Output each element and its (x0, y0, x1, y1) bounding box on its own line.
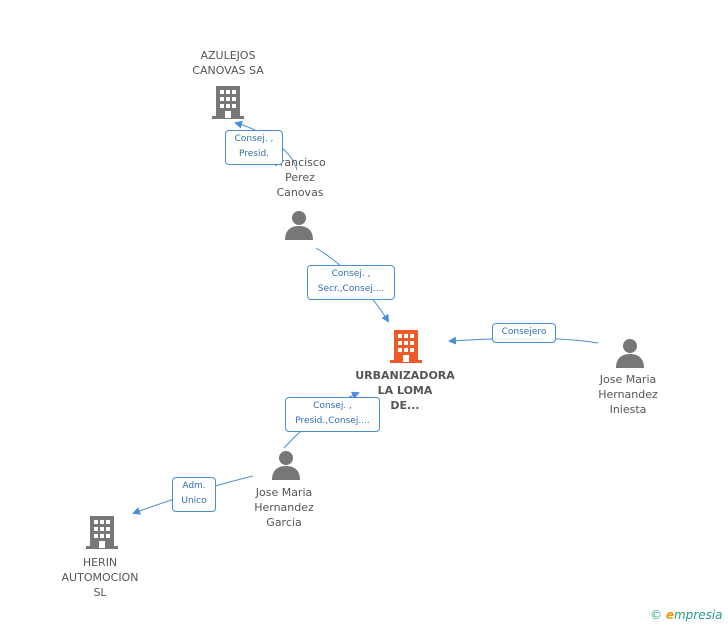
edge-label-garcia-urbanizadora[interactable]: Consej. , Presid.,Consej.... (285, 397, 380, 432)
building-icon (86, 516, 118, 549)
node-label: Francisco Perez Canovas (274, 156, 326, 199)
edge-label-iniesta-urbanizadora[interactable]: Consejero (492, 323, 556, 343)
brand-name: mpresia (673, 608, 723, 622)
person-icon (272, 451, 300, 480)
node-label: URBANIZADORA LA LOMA DE... (355, 369, 455, 412)
building-icon (212, 86, 244, 119)
edge-label-francisco-azulejos[interactable]: Consej. , Presid. (225, 130, 283, 165)
edge-label-garcia-herin[interactable]: Adm. Unico (172, 477, 216, 512)
node-label: AZULEJOS CANOVAS SA (192, 49, 264, 77)
edge-label-francisco-urbanizadora[interactable]: Consej. , Secr.,Consej.... (307, 265, 395, 300)
node-francisco-perez-canovas[interactable]: Francisco Perez Canovas (245, 155, 355, 200)
copyright-icon: © (650, 608, 662, 622)
brand-logo-e: e (665, 608, 674, 622)
node-azulejos-canovas[interactable]: AZULEJOS CANOVAS SA (168, 48, 288, 78)
node-jose-maria-hernandez-garcia[interactable]: Jose Maria Hernandez Garcia (229, 485, 339, 530)
node-jose-maria-hernandez-iniesta[interactable]: Jose Maria Hernandez Iniesta (573, 372, 683, 417)
node-herin-automocion[interactable]: HERIN AUTOMOCION SL (45, 555, 155, 600)
node-label: HERIN AUTOMOCION SL (61, 556, 139, 599)
node-label: Jose Maria Hernandez Iniesta (598, 373, 658, 416)
empresia-brand[interactable]: © empresia (650, 608, 723, 622)
person-icon (285, 211, 313, 240)
node-label: Jose Maria Hernandez Garcia (254, 486, 314, 529)
person-icon (616, 339, 644, 368)
node-urbanizadora-la-loma[interactable]: URBANIZADORA LA LOMA DE... (340, 368, 470, 413)
building-icon-main (390, 330, 422, 363)
